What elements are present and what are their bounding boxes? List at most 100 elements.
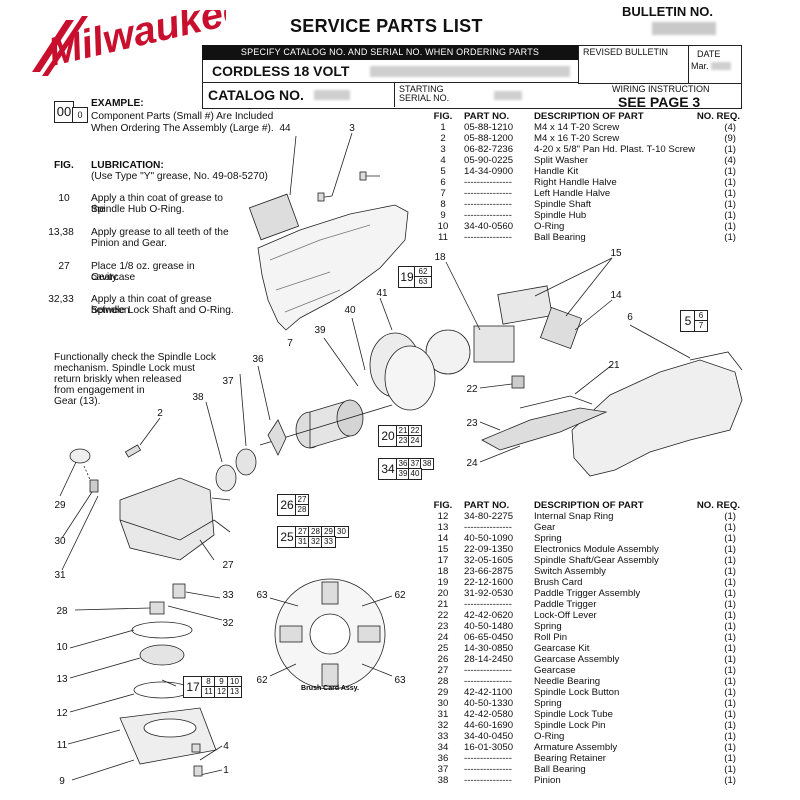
cell-fig: 8 bbox=[440, 199, 446, 210]
milwaukee-logo: Milwaukee bbox=[32, 10, 226, 76]
table-row: 13---------------Gear(1) bbox=[432, 522, 742, 533]
module-part bbox=[539, 306, 583, 350]
lube-title: LUBRICATION: bbox=[91, 160, 164, 171]
cell-fig: 18 bbox=[437, 566, 449, 577]
table-header: FIG. PART NO. DESCRIPTION OF PART NO. RE… bbox=[433, 500, 740, 511]
table-header: FIG. PART NO. DESCRIPTION OF PART NO. RE… bbox=[433, 111, 740, 122]
cell-part: --------------- bbox=[464, 199, 512, 210]
cell-req: (1) bbox=[724, 544, 736, 555]
cell-fig: 22 bbox=[437, 610, 449, 621]
cell-fig: 5 bbox=[440, 166, 446, 177]
date-value: Mar. bbox=[691, 61, 709, 71]
cell-part: --------------- bbox=[464, 522, 512, 533]
cell-part: --------------- bbox=[464, 232, 512, 243]
brush-card bbox=[425, 329, 471, 375]
cell-part: 40-50-1330 bbox=[464, 698, 514, 709]
cell-req: (1) bbox=[724, 599, 736, 610]
cell-part: 31-92-0530 bbox=[464, 588, 514, 599]
gearcase bbox=[119, 477, 215, 561]
svg-text:37: 37 bbox=[222, 376, 234, 387]
cell-req: (1) bbox=[724, 533, 736, 544]
cell-part: 16-01-3050 bbox=[464, 742, 514, 753]
cell-part: 22-09-1350 bbox=[464, 544, 514, 555]
cell-fig: 10 bbox=[437, 221, 449, 232]
electronics-module bbox=[497, 285, 553, 325]
cell-req: (1) bbox=[724, 676, 736, 687]
svg-text:30: 30 bbox=[54, 536, 66, 547]
cell-fig: 13 bbox=[437, 522, 449, 533]
spindle-lock-note: Functionally check the Spindle Lock mech… bbox=[54, 352, 216, 407]
cell-desc: Spindle Lock Button bbox=[534, 687, 620, 698]
cell-fig: 25 bbox=[437, 643, 449, 654]
cell-desc: Spindle Lock Pin bbox=[534, 720, 606, 731]
cell-desc: Spring bbox=[534, 533, 562, 544]
cell-desc: Ball Bearing bbox=[534, 764, 586, 775]
cell-req: (1) bbox=[724, 709, 736, 720]
cell-part: 40-50-1480 bbox=[464, 621, 514, 632]
cell-req: (1) bbox=[724, 753, 736, 764]
cell-part: --------------- bbox=[464, 188, 512, 199]
cell-fig: 37 bbox=[437, 764, 449, 775]
cell-fig: 24 bbox=[437, 632, 449, 643]
cell-part: 05-88-1210 bbox=[464, 122, 514, 133]
cell-fig: 27 bbox=[437, 665, 449, 676]
svg-text:15: 15 bbox=[610, 248, 622, 259]
label-44 bbox=[248, 193, 300, 241]
svg-text:3: 3 bbox=[349, 123, 355, 134]
cell-fig: 11 bbox=[438, 232, 448, 243]
cell-req: (1) bbox=[724, 221, 736, 232]
cell-part: 34-40-0450 bbox=[464, 731, 514, 742]
svg-text:9: 9 bbox=[59, 776, 65, 787]
wiring-value: SEE PAGE 3 bbox=[618, 94, 701, 110]
cell-req: (4) bbox=[724, 155, 736, 166]
cell-req: (1) bbox=[724, 144, 736, 155]
cell-part: --------------- bbox=[464, 676, 512, 687]
cell-desc: Lock-Off Lever bbox=[534, 610, 597, 621]
svg-text:1: 1 bbox=[223, 765, 229, 776]
cell-part: 32-05-1605 bbox=[464, 555, 514, 566]
cell-part: --------------- bbox=[464, 210, 512, 221]
example-line2: When Ordering The Assembly (Large #). bbox=[91, 123, 274, 134]
cell-desc: 4-20 x 5/8" Pan Hd. Plast. T-10 Screw bbox=[534, 144, 696, 155]
svg-text:11: 11 bbox=[57, 740, 68, 751]
cell-req: (1) bbox=[724, 643, 736, 654]
table-row: 11---------------Ball Bearing(1) bbox=[432, 232, 742, 243]
cell-fig: 21 bbox=[437, 599, 449, 610]
svg-text:62: 62 bbox=[394, 590, 406, 601]
cell-desc: Ball Bearing bbox=[534, 232, 586, 243]
cell-desc: O-Ring bbox=[534, 221, 565, 232]
cell-desc: Handle Kit bbox=[534, 166, 579, 177]
table-row: 21---------------Paddle Trigger(1) bbox=[432, 599, 742, 610]
svg-text:21: 21 bbox=[608, 360, 620, 371]
cell-desc: Gearcase Kit bbox=[534, 643, 590, 654]
svg-text:23: 23 bbox=[466, 418, 478, 429]
svg-text:13: 13 bbox=[56, 674, 68, 685]
table-row: 27---------------Gearcase(1) bbox=[432, 665, 742, 676]
product-name: CORDLESS 18 VOLT bbox=[212, 63, 350, 79]
parts-table-bottom: FIG. PART NO. DESCRIPTION OF PART NO. RE… bbox=[432, 500, 742, 796]
cell-desc: Split Washer bbox=[534, 155, 589, 166]
bulletin-number-redacted bbox=[652, 22, 716, 35]
svg-text:4: 4 bbox=[223, 741, 229, 752]
svg-text:41: 41 bbox=[376, 288, 388, 299]
cell-fig: 23 bbox=[437, 621, 449, 632]
cell-fig: 31 bbox=[437, 709, 449, 720]
cell-part: --------------- bbox=[464, 177, 512, 188]
cell-fig: 3 bbox=[440, 144, 446, 155]
wiring-label: WIRING INSTRUCTION bbox=[612, 84, 710, 94]
svg-text:6: 6 bbox=[627, 312, 633, 323]
cell-fig: 29 bbox=[437, 687, 449, 698]
cell-req: (1) bbox=[724, 210, 736, 221]
